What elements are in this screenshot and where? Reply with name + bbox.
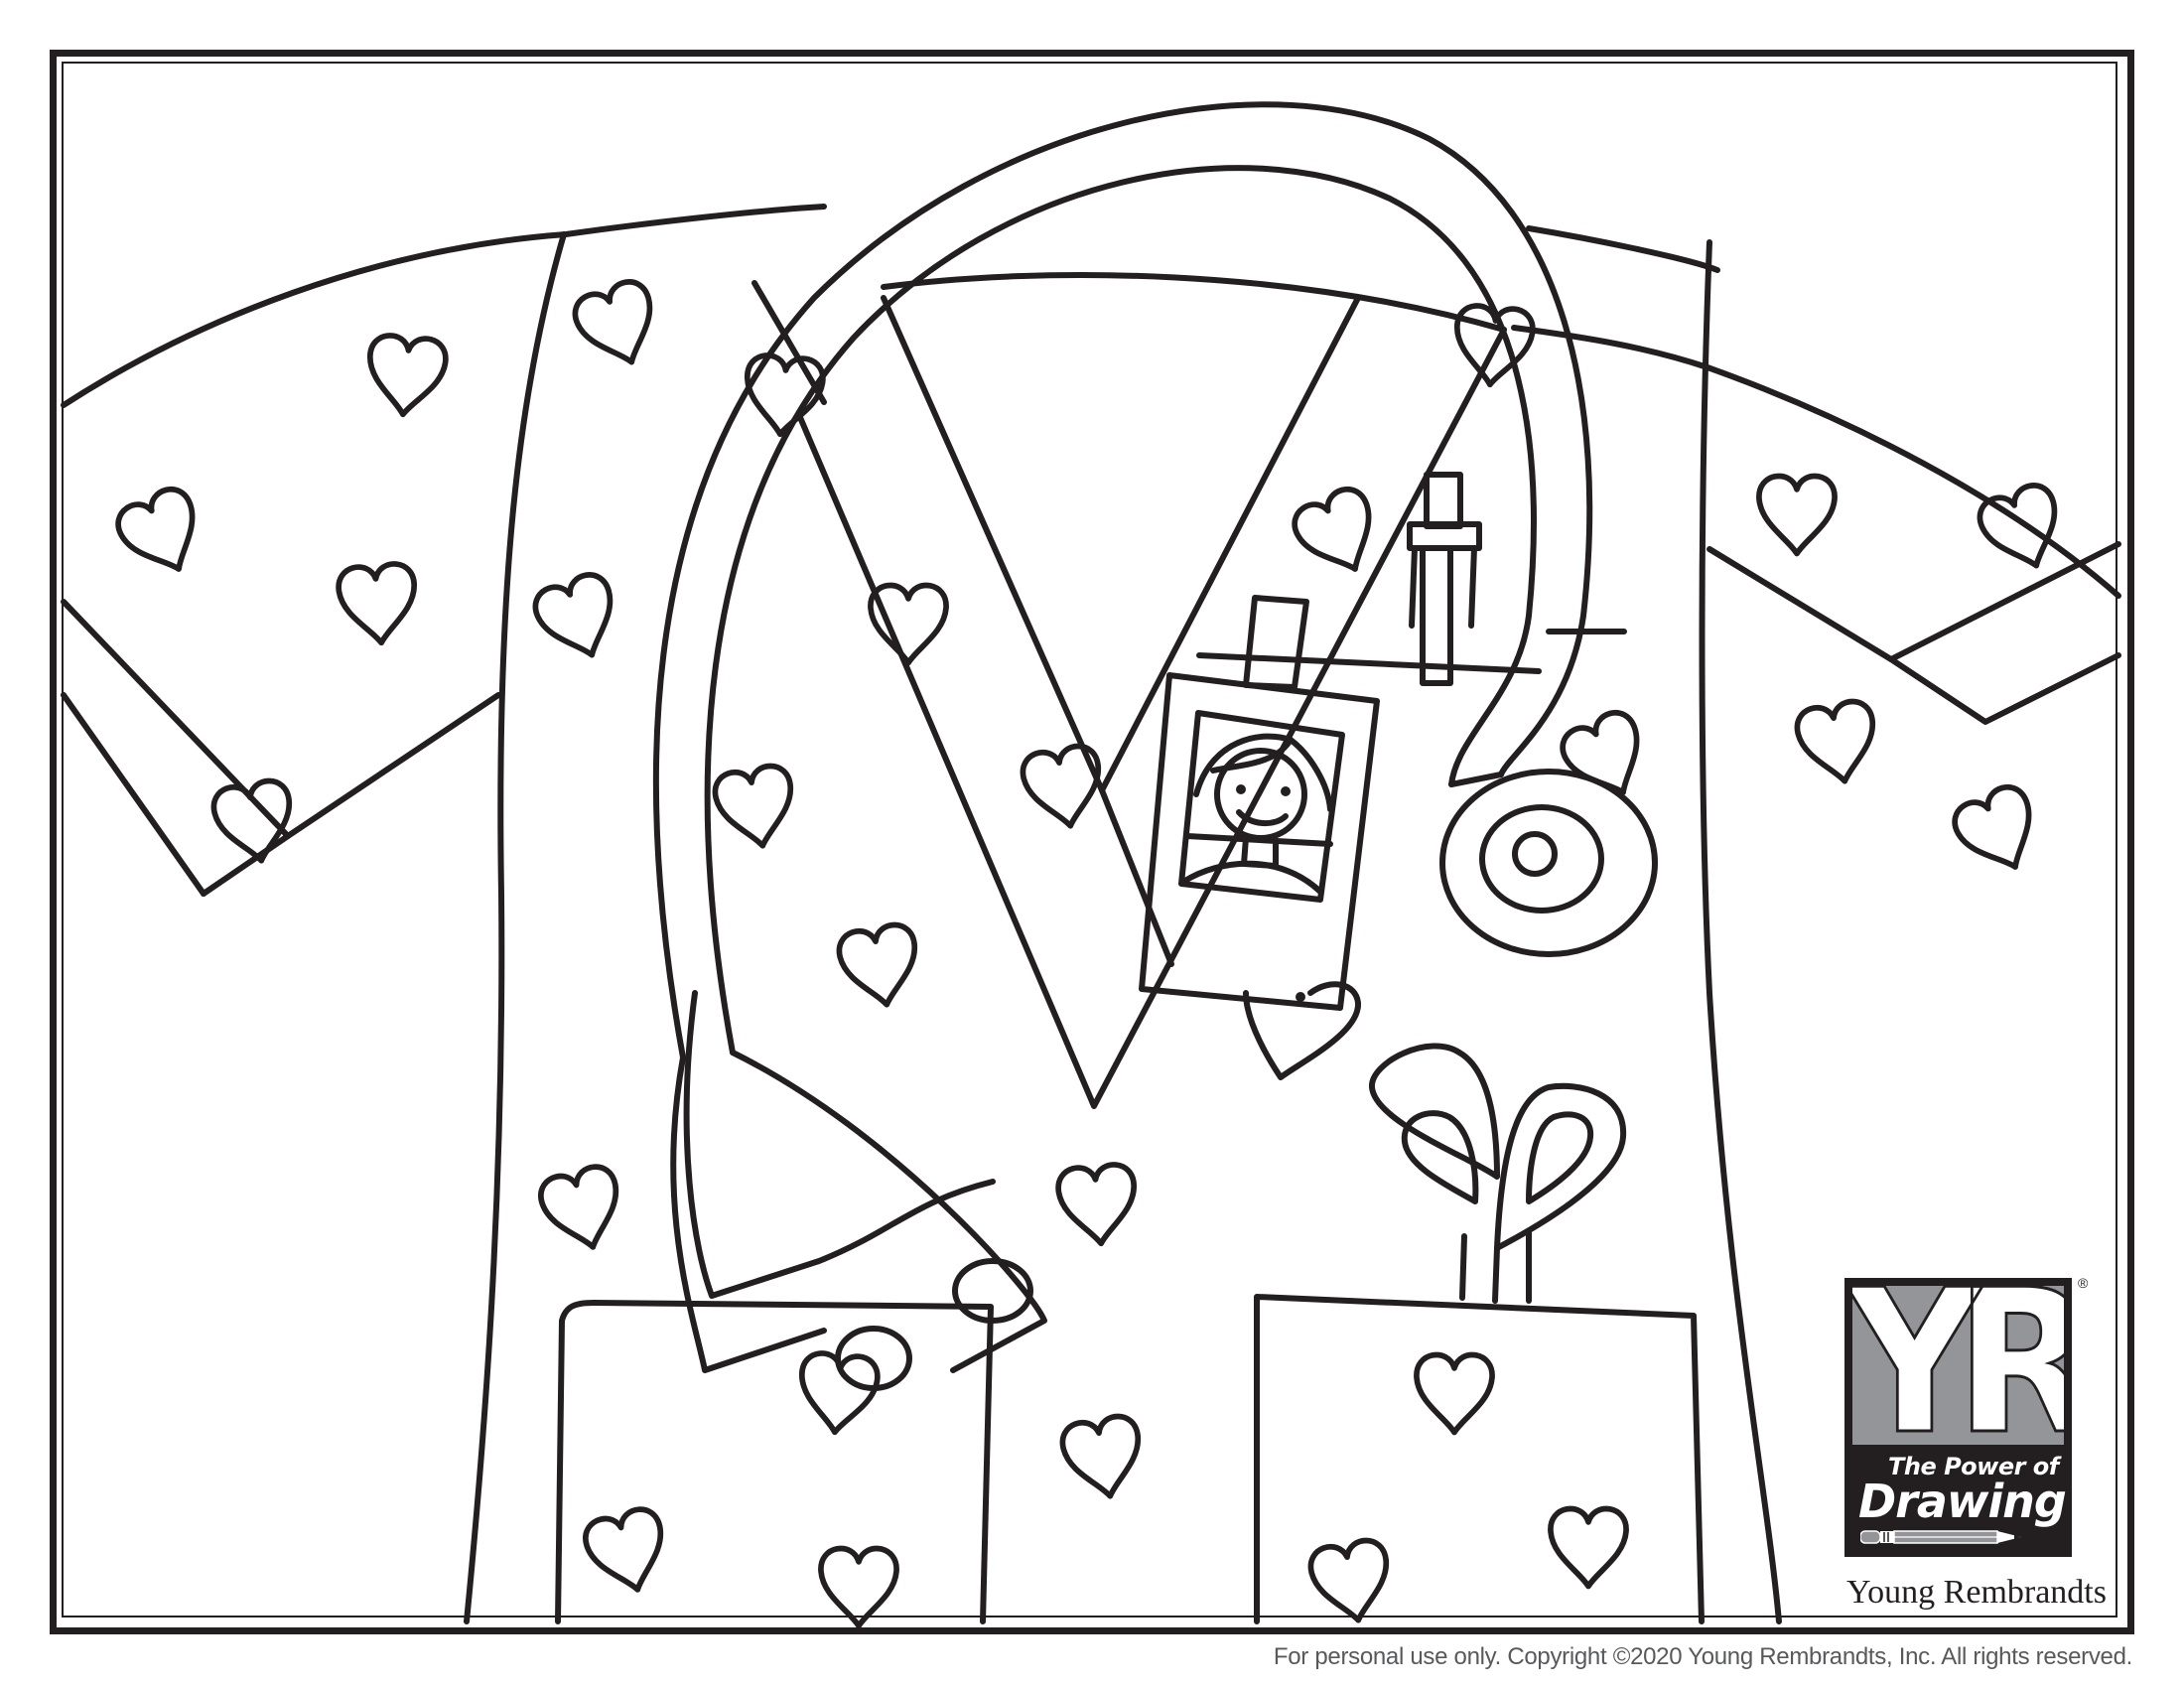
heart-icon bbox=[570, 276, 667, 374]
scissors bbox=[1369, 1043, 1627, 1304]
heart-icon bbox=[836, 921, 924, 1011]
heart-icon bbox=[581, 1505, 674, 1600]
heart-icon bbox=[1551, 1508, 1626, 1586]
heart-icon bbox=[797, 1351, 880, 1435]
heart-icon bbox=[1557, 706, 1658, 808]
chest-pocket bbox=[1196, 629, 1627, 674]
logo-letters-panel: YR bbox=[1852, 1286, 2064, 1445]
heart-icon bbox=[530, 569, 627, 667]
heart-icon bbox=[821, 1548, 896, 1625]
brand-name: Young Rembrandts bbox=[1846, 1574, 2107, 1611]
hearts-pattern bbox=[112, 276, 2072, 1626]
logo-tagline-line1: The Power of bbox=[1888, 1453, 2059, 1480]
id-badge bbox=[1139, 595, 1380, 1080]
heart-icon bbox=[1949, 780, 2050, 883]
heart-icon bbox=[1759, 476, 1835, 553]
heart-icon bbox=[536, 1163, 629, 1257]
copyright-notice: For personal use only. Copyright ©2020 Y… bbox=[1273, 1643, 2132, 1670]
heart-icon bbox=[1059, 1413, 1148, 1502]
pencil-icon bbox=[1860, 1530, 2021, 1544]
heart-icon bbox=[1056, 1163, 1139, 1246]
heart-icon bbox=[712, 763, 800, 852]
heart-icon bbox=[337, 562, 419, 645]
v-neck-collar bbox=[751, 271, 1507, 1109]
heart-icon bbox=[1307, 1537, 1396, 1626]
outer-border bbox=[50, 50, 2134, 1634]
heart-icon bbox=[1417, 1354, 1492, 1432]
stethoscope bbox=[652, 101, 1658, 1391]
heart-icon bbox=[1020, 743, 1108, 832]
heart-icon bbox=[365, 334, 448, 417]
shirt-outline bbox=[61, 204, 2121, 1624]
inner-border bbox=[62, 62, 2117, 1618]
heart-icon bbox=[112, 483, 213, 585]
heart-icon bbox=[210, 777, 299, 867]
logo-letters: YR bbox=[1852, 1286, 2064, 1445]
heart-icon bbox=[871, 585, 946, 662]
registered-mark: ® bbox=[2078, 1275, 2089, 1291]
logo-tagline-line2: Drawing bbox=[1858, 1475, 2067, 1528]
pockets bbox=[555, 1294, 1705, 1624]
heart-icon bbox=[1794, 698, 1882, 787]
heart-icon bbox=[1975, 480, 2072, 578]
young-rembrandts-logo: YR The Power of Drawing bbox=[1844, 1278, 2072, 1557]
pen bbox=[1407, 472, 1482, 686]
